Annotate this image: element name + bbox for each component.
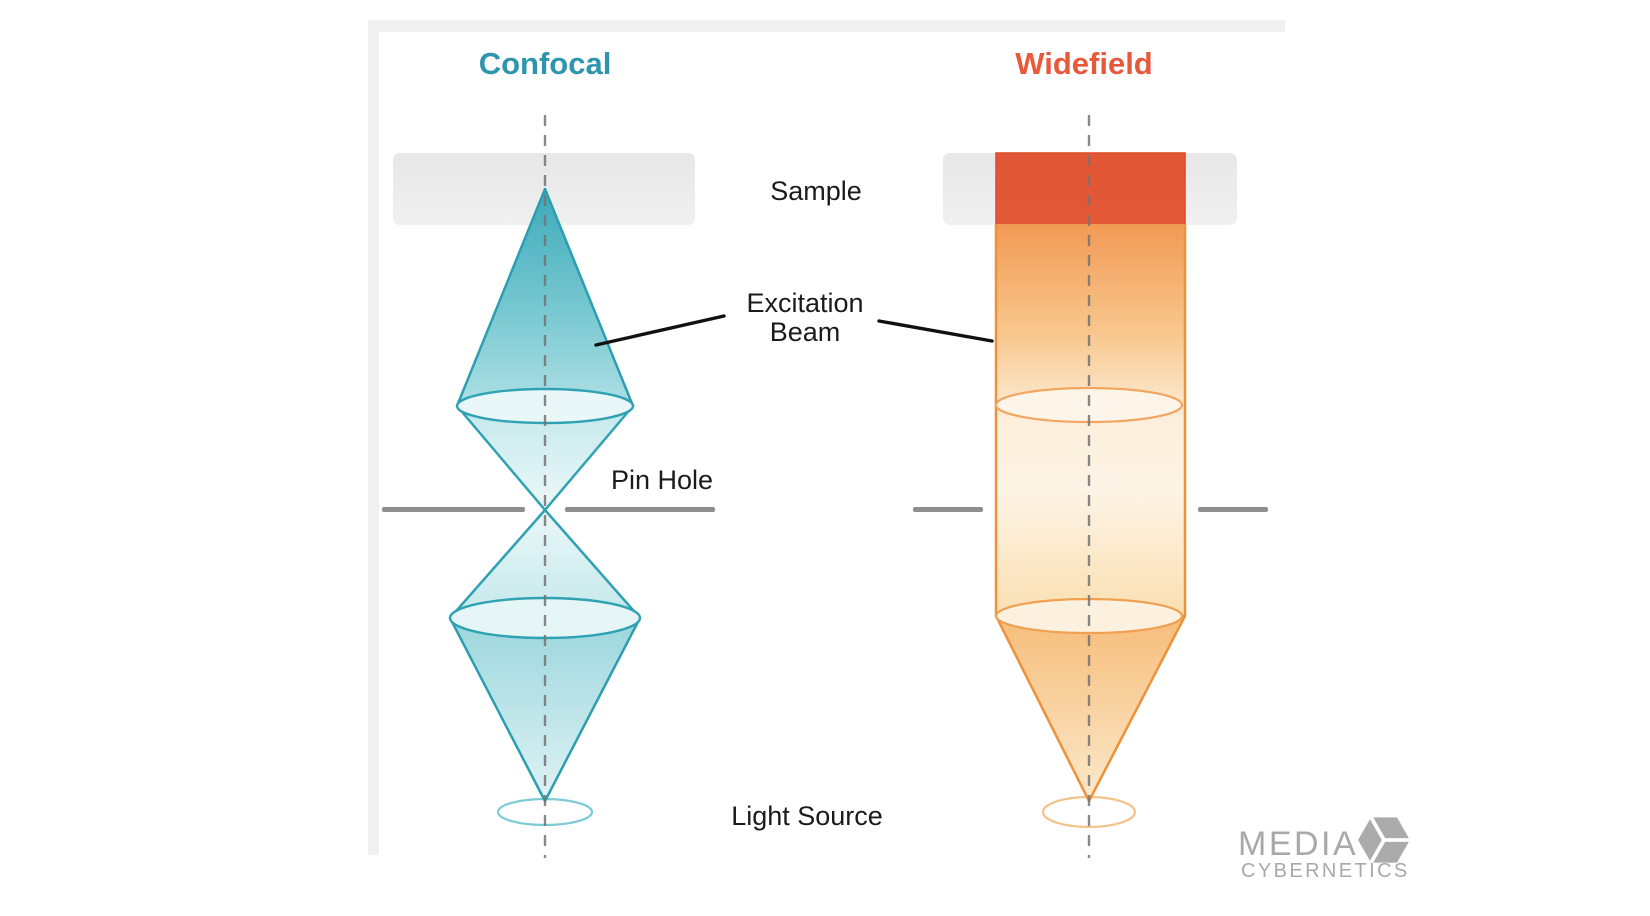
logo-media-text: MEDIA bbox=[1238, 825, 1359, 863]
confocal-title: Confocal bbox=[478, 46, 612, 81]
confocal-pinhole-plate-left bbox=[382, 507, 525, 512]
excitation-beam-label-line2: Beam bbox=[769, 317, 841, 347]
widefield-sample-excited-region bbox=[995, 152, 1186, 226]
widefield-pinhole-plate-right bbox=[1198, 507, 1268, 512]
figure-left-edge bbox=[368, 20, 379, 855]
logo-cube-icon bbox=[1358, 816, 1410, 864]
excitation-pointer-line-right bbox=[877, 319, 994, 343]
widefield-title: Widefield bbox=[1015, 46, 1153, 81]
pin-hole-label: Pin Hole bbox=[610, 465, 714, 495]
light-source-label: Light Source bbox=[731, 801, 883, 831]
widefield-converging-cone bbox=[994, 614, 1187, 803]
excitation-pointer-line-left bbox=[594, 314, 726, 347]
sample-label: Sample bbox=[770, 176, 862, 206]
figure-top-edge bbox=[368, 20, 1285, 32]
confocal-pinhole-plate-right bbox=[565, 507, 715, 512]
excitation-beam-label-line1: Excitation bbox=[746, 288, 864, 318]
logo-cybernetics-text: CYBERNETICS bbox=[1241, 860, 1410, 882]
excitation-beam-label: Excitation Beam bbox=[746, 289, 863, 347]
widefield-pinhole-plate-left bbox=[913, 507, 983, 512]
